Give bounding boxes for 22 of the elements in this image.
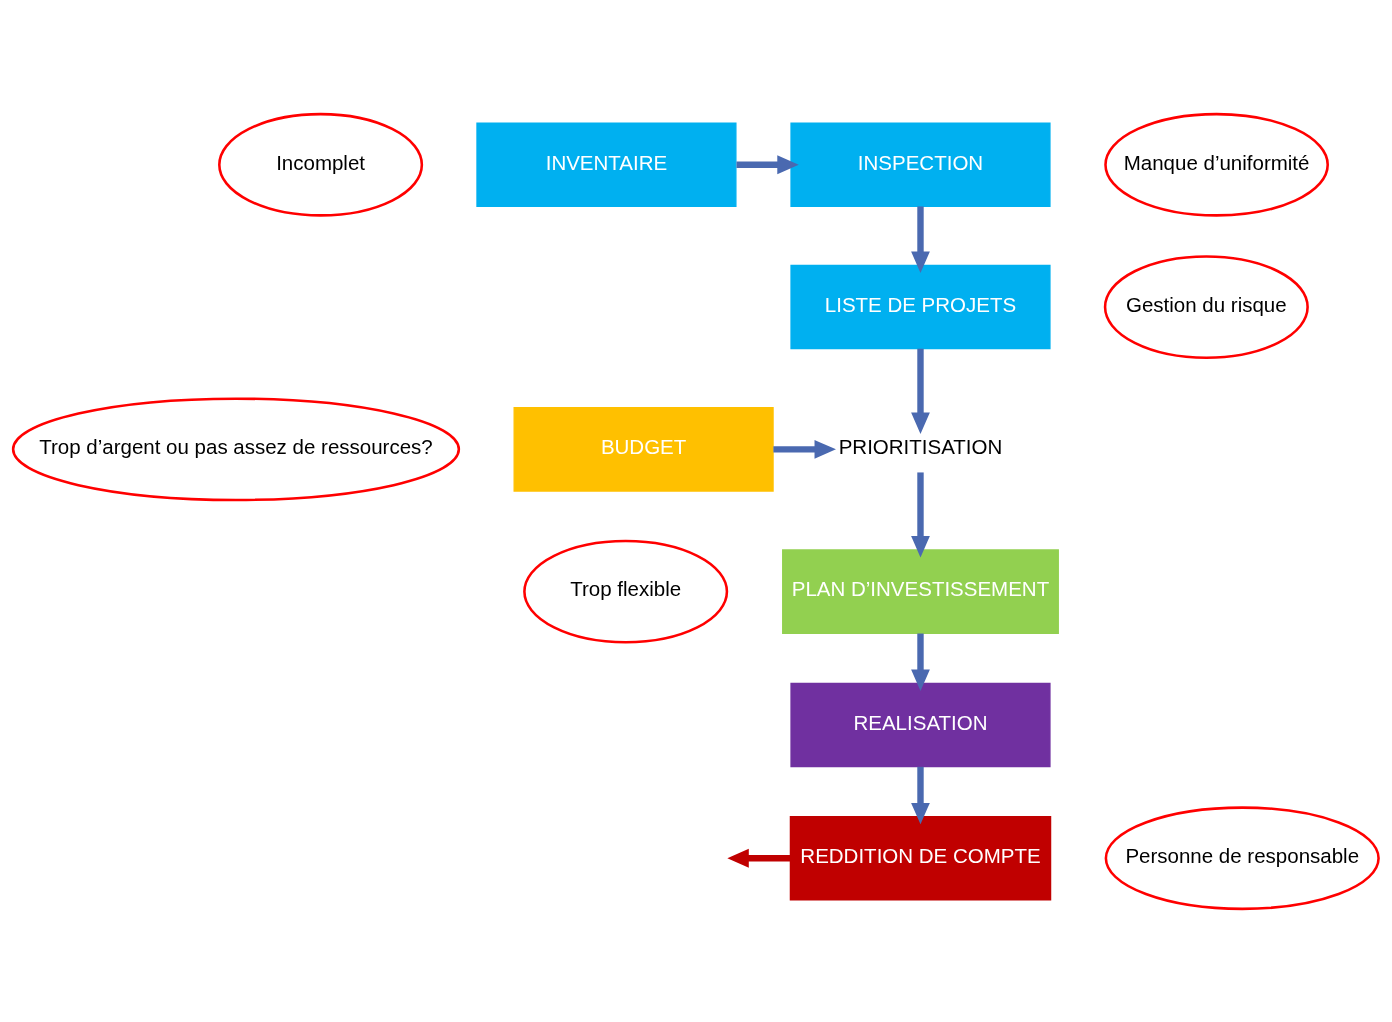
node-ellipse: Personne de responsable [1104,805,1380,910]
node-box: INVENTAIRE [476,121,737,207]
node-box: REDDITION DE COMPTE [789,815,1052,901]
arrow [911,633,930,691]
node-box: BUDGET [513,406,774,492]
arrow [727,848,791,868]
arrow [911,348,930,434]
node-text: PRIORITISATION [838,434,1003,458]
node-ellipse: Manque d’uniformité [1104,112,1329,217]
arrow [911,471,930,558]
node-ellipse: Trop flexible [523,539,729,644]
arrow [736,154,799,174]
node-ellipse: Trop d’argent ou pas assez de ressources? [11,396,461,501]
node-box: PLAN D’INVESTISSEMENT [782,548,1059,634]
node-box: REALISATION [790,682,1051,767]
arrow [911,205,930,273]
arrow [911,766,930,824]
node-box: INSPECTION [790,121,1051,207]
arrow [773,439,836,459]
node-box: LISTE DE PROJETS [790,264,1051,349]
node-ellipse: Incomplet [218,112,424,217]
node-ellipse: Gestion du risque [1103,254,1309,359]
